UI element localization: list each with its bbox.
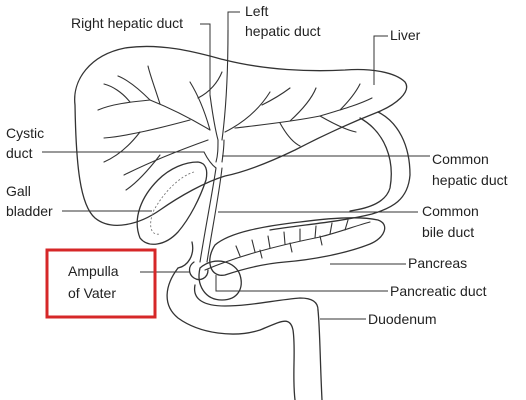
label-pancreatic-duct: Pancreatic duct <box>390 283 487 299</box>
duodenum-descending <box>317 309 323 400</box>
label-right-hepatic-duct: Right hepatic duct <box>71 15 183 31</box>
label-cystic-duct: Cystic duct <box>6 125 48 161</box>
label-common-hepatic-duct: Common hepatic duct <box>432 151 508 188</box>
ampulla-of-vater <box>188 261 209 281</box>
pancreatic-duct-branches <box>235 219 349 259</box>
common-hepatic-duct-wall <box>221 139 225 163</box>
label-duodenum: Duodenum <box>368 311 437 327</box>
right-hepatic-duct <box>209 94 219 141</box>
duodenum-outline-outer <box>177 241 194 269</box>
pancreas-head <box>198 260 242 301</box>
hepatic-duct-tree <box>97 65 373 191</box>
gall-bladder-outline <box>136 161 208 245</box>
duodenum-outline <box>166 267 296 400</box>
stomach-outline <box>269 111 411 231</box>
leader-right-hepatic-duct <box>200 23 211 95</box>
leader-liver <box>373 35 388 85</box>
common-bile-duct-wall <box>206 167 223 263</box>
left-hepatic-duct <box>221 29 229 141</box>
label-pancreas: Pancreas <box>408 255 467 271</box>
label-liver: Liver <box>390 27 421 43</box>
liver-outline <box>74 45 408 226</box>
pancreas-outline <box>209 217 386 276</box>
label-left-hepatic-duct: Left hepatic duct <box>245 3 321 39</box>
common-bile-duct <box>199 167 217 263</box>
duodenum-inner <box>193 284 319 311</box>
cystic-duct <box>203 151 217 169</box>
gall-bladder-inner <box>150 171 195 235</box>
label-gall-bladder: Gall bladder <box>6 183 53 219</box>
label-ampulla-of-vater: Ampulla of Vater <box>68 263 122 301</box>
label-common-bile-duct: Common bile duct <box>422 203 483 240</box>
ampulla-highlight-box <box>45 248 157 319</box>
leader-pancreatic-duct <box>215 275 388 292</box>
leader-left-hepatic-duct <box>227 11 240 30</box>
common-hepatic-duct <box>215 139 219 163</box>
stomach-inner-curve <box>349 117 392 212</box>
